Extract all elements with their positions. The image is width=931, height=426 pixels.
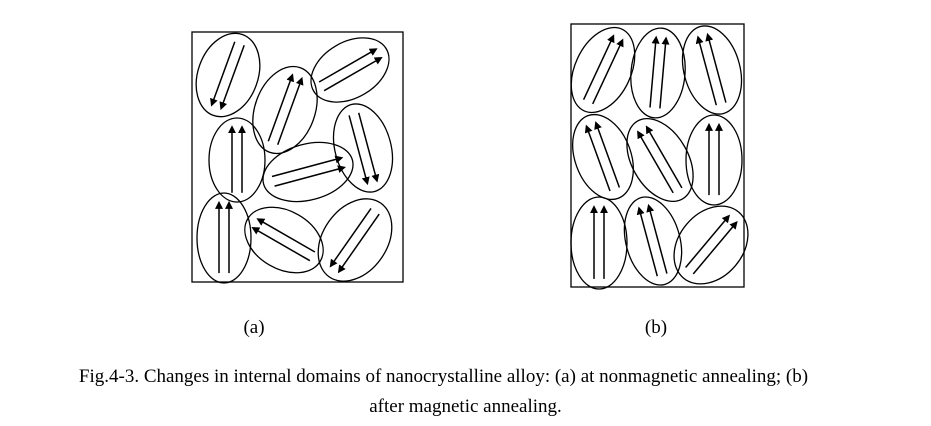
domain-grain-outline: [630, 27, 686, 119]
domain-grain-outline: [252, 65, 318, 155]
magnetization-arrow: [649, 35, 660, 108]
domain-grain-outline: [570, 26, 636, 114]
magnetization-arrow: [276, 76, 304, 145]
domain-a-5: [262, 141, 354, 203]
figure-caption-line-2: after magnetic annealing.: [369, 396, 562, 417]
domain-a-2: [252, 65, 318, 155]
domain-grain-outline: [244, 206, 324, 274]
panel-b-label: (b): [644, 317, 668, 338]
magnetization-arrow: [705, 32, 727, 103]
domain-b-5: [626, 117, 694, 203]
domain-a-1: [195, 32, 261, 118]
domain-grain-outline: [310, 37, 390, 103]
panel-a-frame: [191, 31, 404, 283]
domain-grain-outline: [262, 141, 354, 203]
magnetization-arrow: [323, 57, 383, 92]
domain-b-8: [623, 196, 683, 286]
magnetization-arrow: [594, 121, 621, 188]
magnetization-arrow: [357, 112, 380, 183]
domain-grain-outline: [208, 117, 266, 203]
magnetization-arrow: [592, 38, 624, 105]
magnetization-arrow: [256, 218, 316, 253]
magnetization-arrow: [582, 34, 615, 101]
domain-grain-outline: [572, 113, 634, 201]
domain-a-6: [332, 103, 394, 193]
panel-b-magnetic: [570, 23, 749, 290]
domain-grain-outline: [317, 198, 393, 282]
domain-grain-outline: [195, 32, 261, 118]
magnetization-arrow: [692, 220, 738, 275]
panel-a-nonmagnetic: [191, 31, 404, 284]
domain-grain-outline: [623, 196, 683, 286]
panel-b-frame: [570, 23, 745, 288]
magnetization-arrow: [695, 35, 718, 106]
domain-a-9: [317, 198, 393, 282]
magnetization-arrow: [329, 207, 372, 268]
domain-a-3: [310, 37, 390, 103]
figure-caption-line-1: Fig.4-3. Changes in internal domains of …: [78, 366, 809, 387]
domain-b-7: [570, 196, 628, 290]
domain-grain-outline: [570, 196, 628, 290]
magnetization-arrow: [274, 165, 346, 187]
magnetization-arrow: [645, 125, 683, 189]
domain-grain-outline: [673, 205, 749, 285]
magnetization-arrow: [659, 36, 670, 109]
magnetization-arrow: [348, 115, 370, 186]
domain-b-6: [685, 114, 743, 206]
magnetization-arrow: [636, 206, 659, 277]
domain-grain-outline: [196, 192, 252, 284]
panel-a-label: (a): [243, 317, 265, 338]
magnetization-arrow: [584, 124, 611, 192]
domain-grain-outline: [681, 25, 743, 115]
domain-a-7: [196, 192, 252, 284]
magnetization-arrow: [318, 48, 378, 83]
domain-b-3: [681, 25, 743, 115]
domain-grain-outline: [626, 117, 694, 203]
magnetization-arrow: [637, 130, 674, 194]
magnetization-arrow: [685, 214, 730, 268]
domain-a-4: [208, 117, 266, 203]
domain-b-1: [570, 26, 636, 114]
domain-grain-outline: [685, 114, 743, 206]
magnetization-arrow: [210, 41, 236, 107]
magnetization-arrow: [271, 155, 344, 178]
magnetization-arrow: [267, 73, 295, 142]
magnetization-arrow: [337, 213, 380, 274]
domain-b-9: [673, 205, 749, 285]
domain-grain-outline: [332, 103, 394, 193]
domain-b-2: [630, 27, 686, 119]
domain-a-8: [244, 206, 324, 274]
magnetization-arrow: [219, 44, 245, 111]
magnetization-arrow: [646, 203, 668, 274]
magnetization-arrow: [251, 227, 311, 262]
domain-b-4: [572, 113, 634, 201]
